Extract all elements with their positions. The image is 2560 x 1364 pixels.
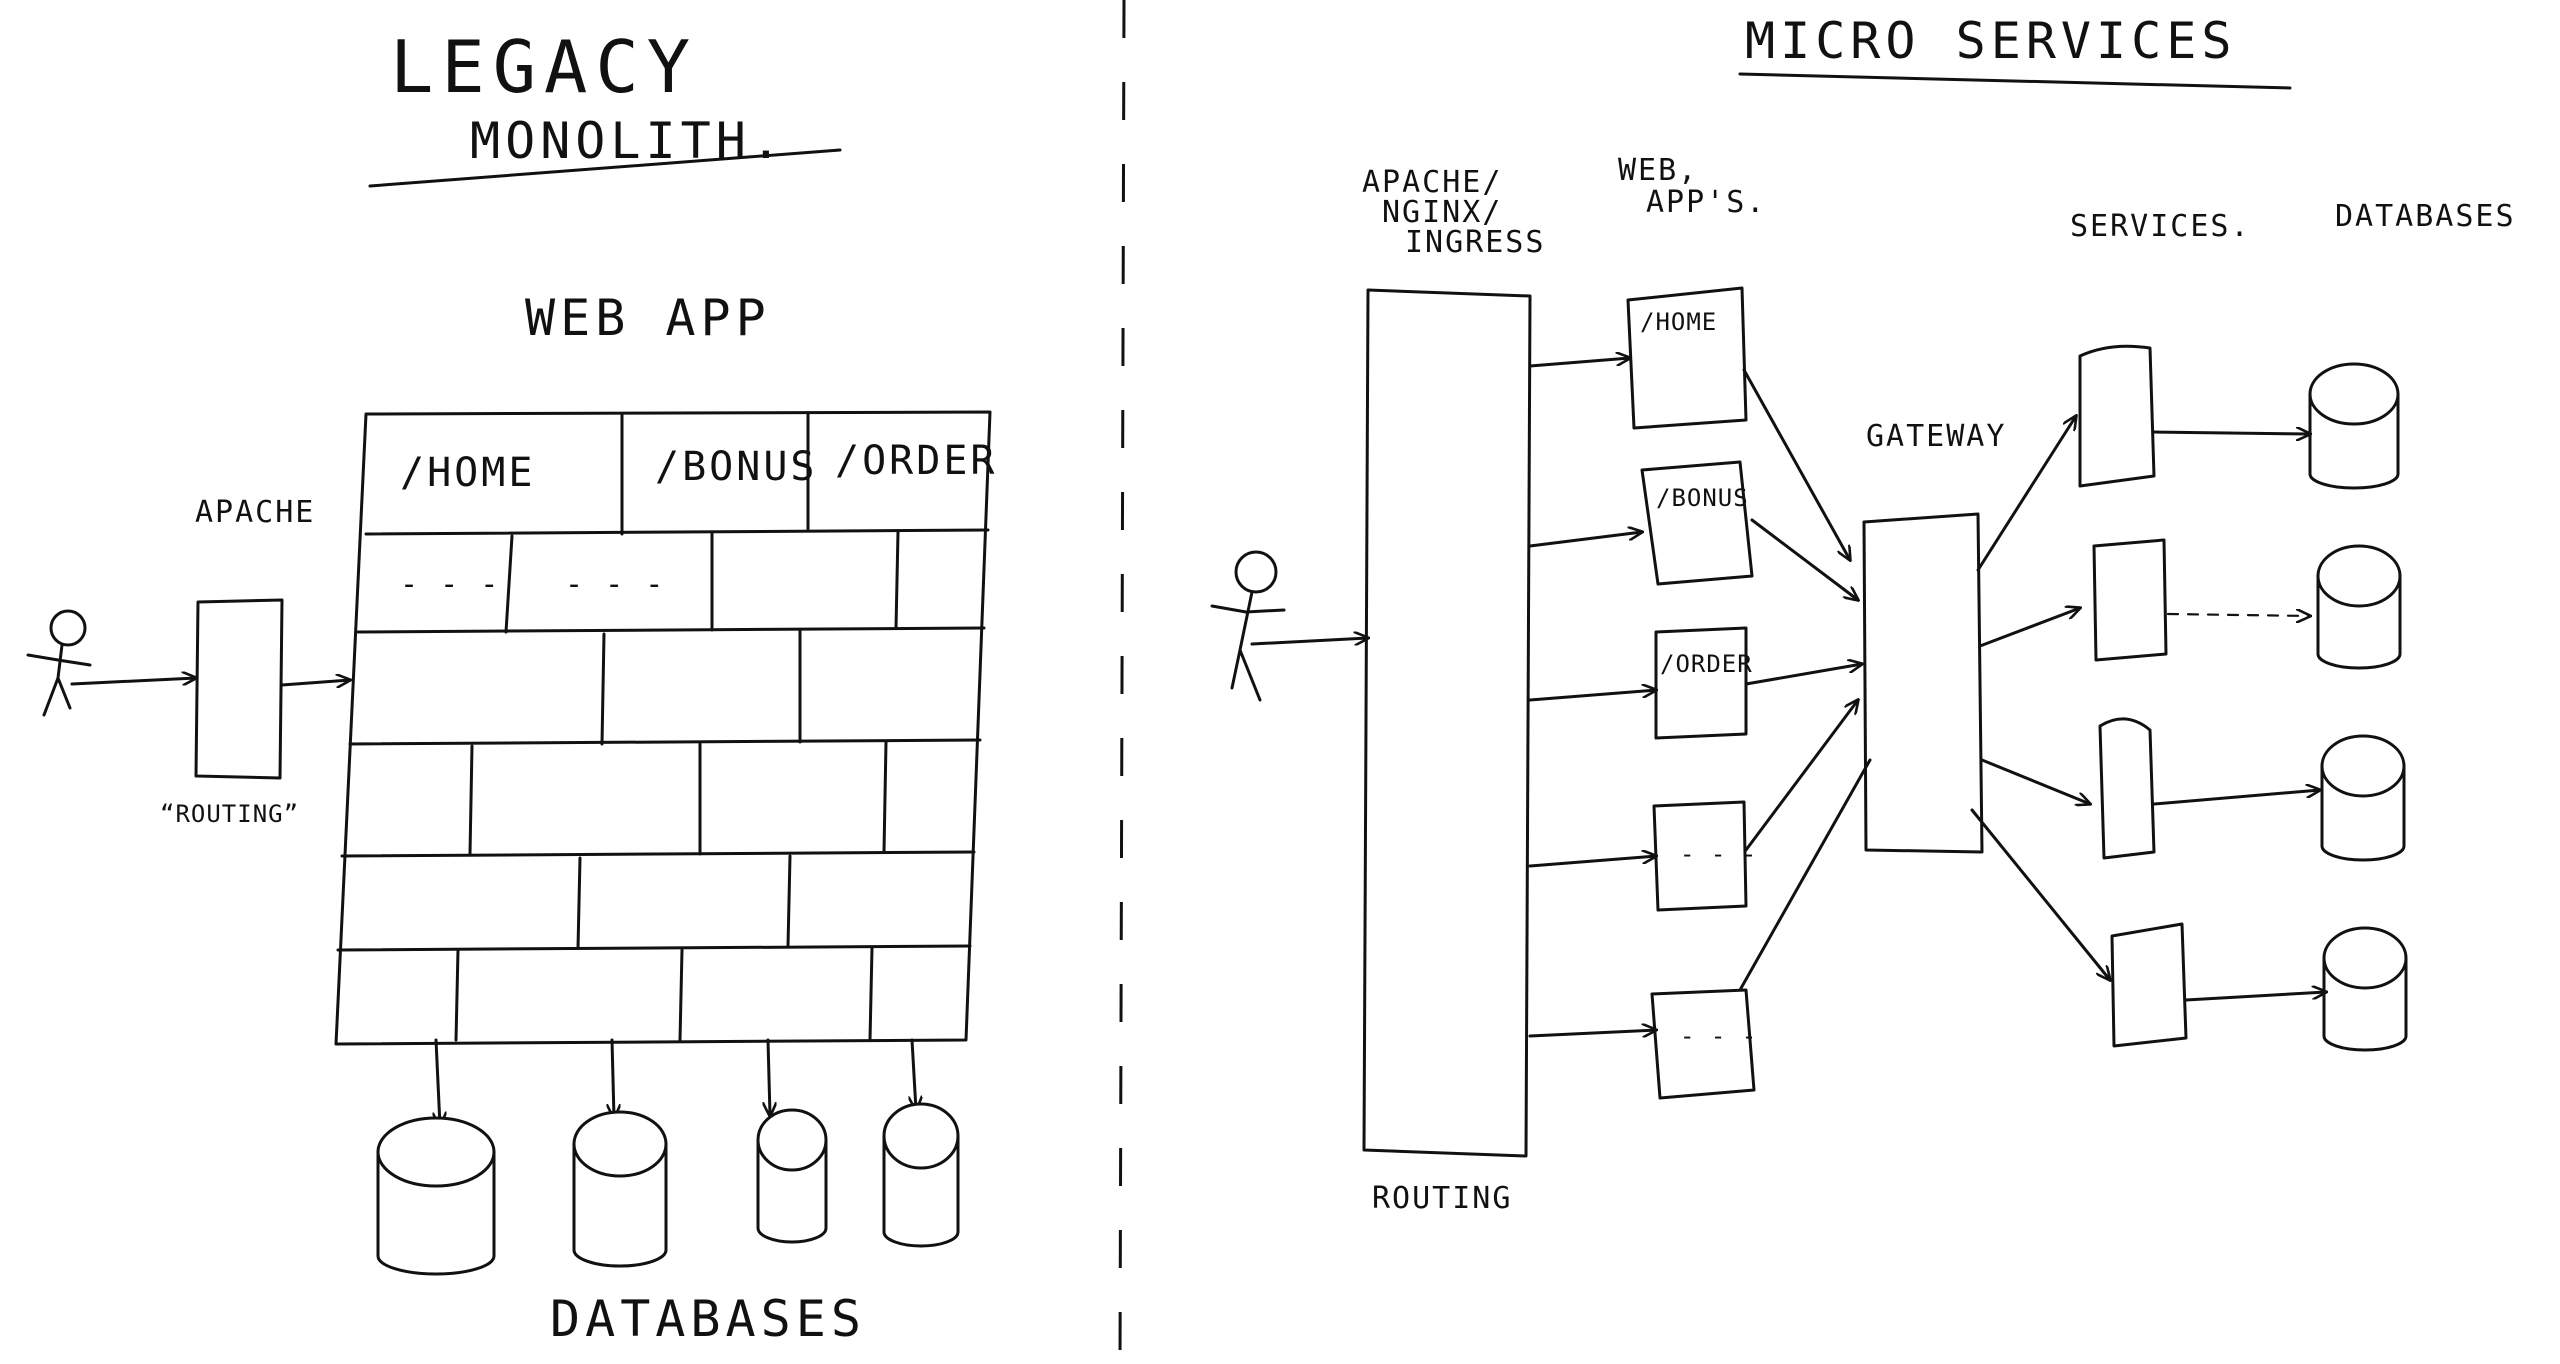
- ms-database-icon: [2320, 734, 2406, 862]
- legacy-apache-box: [194, 598, 284, 780]
- module-bonus: /BONUS: [655, 444, 818, 490]
- user-to-routing-arrow: [1250, 638, 1368, 644]
- microservices-title: MICRO SERVICES: [1745, 12, 2236, 70]
- ms-databases-label: DATABASES: [2335, 199, 2516, 234]
- legacy-databases-label: DATABASES: [550, 1290, 866, 1348]
- ingress-label-line1: APACHE/: [1362, 165, 1502, 200]
- ms-webapp-placeholder-2: - - -: [1680, 1022, 1757, 1050]
- ms-database-icon: [2316, 544, 2402, 670]
- legacy-title-underline: [368, 148, 842, 188]
- legacy-user-icon: [26, 609, 92, 717]
- legacy-routing-label: “ROUTING”: [160, 800, 299, 828]
- ms-webapp-placeholder-1: - - -: [1680, 840, 1757, 868]
- ms-webapp-box: [1652, 800, 1748, 912]
- microservices-title-underline: [1738, 72, 2292, 90]
- gateway-label: GATEWAY: [1866, 419, 2006, 454]
- gateway-box: [1862, 512, 1984, 854]
- ms-database-icon: [2322, 926, 2408, 1052]
- legacy-section: LEGACY MONOLITH. WEB APP APACHE “ROUTING…: [26, 25, 998, 1348]
- ms-webapp-box: [1654, 626, 1748, 740]
- ms-webapp-home-label: /HOME: [1640, 308, 1717, 336]
- legacy-database-icon: [882, 1102, 960, 1248]
- ms-webapp-bonus-label: /BONUS: [1656, 484, 1749, 512]
- module-placeholder-2: - - -: [565, 567, 665, 602]
- web-app-grid: [334, 410, 992, 1046]
- service-box: [2098, 717, 2156, 860]
- module-placeholder-1: - - -: [400, 567, 500, 602]
- services-label: SERVICES.: [2070, 209, 2251, 244]
- ms-database-icon: [2308, 362, 2400, 490]
- ms-webapp-box: [1626, 286, 1748, 430]
- microservices-section: MICRO SERVICES APACHE/ NGINX/ INGRESS WE…: [1210, 12, 2516, 1216]
- ms-webapp-box: [1640, 460, 1754, 586]
- service-box: [2110, 922, 2188, 1048]
- service-box: [2092, 538, 2168, 662]
- ms-webapp-order-label: /ORDER: [1660, 650, 1753, 678]
- ms-webapp-box: [1650, 988, 1756, 1100]
- ms-routing-label: ROUTING: [1372, 1181, 1512, 1216]
- apache-to-webapp-arrow: [280, 680, 350, 685]
- module-home: /HOME: [400, 450, 535, 496]
- user-to-apache-arrow: [70, 678, 196, 684]
- ingress-label-line3: INGRESS: [1405, 225, 1545, 260]
- apache-label: APACHE: [195, 495, 315, 530]
- legacy-database-icon: [376, 1116, 496, 1276]
- legacy-subtitle: MONOLITH.: [470, 112, 786, 170]
- legacy-database-icon: [572, 1110, 668, 1268]
- legacy-title: LEGACY: [390, 25, 698, 109]
- ms-user-icon: [1210, 550, 1286, 702]
- web-apps-label-line1: WEB,: [1618, 153, 1698, 188]
- web-app-label: WEB APP: [525, 289, 771, 347]
- web-apps-label-line2: APP'S.: [1646, 185, 1766, 220]
- legacy-database-icon: [756, 1108, 828, 1244]
- module-order: /ORDER: [835, 438, 998, 484]
- ingress-label-line2: NGINX/: [1382, 195, 1502, 230]
- service-box: [2078, 344, 2156, 488]
- section-divider: [1118, 0, 1126, 1364]
- ingress-routing-box: [1362, 288, 1532, 1158]
